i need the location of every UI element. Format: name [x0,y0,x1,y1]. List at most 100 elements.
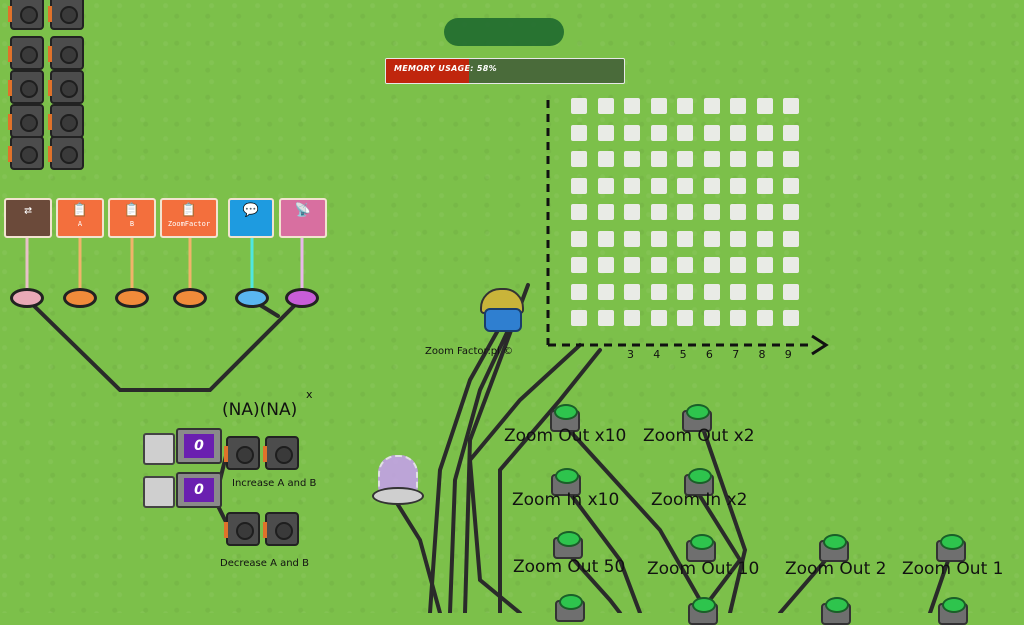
clipboard-icon: 📋 [123,203,141,218]
decrease-label: Decrease A and B [220,558,309,569]
zoom-button[interactable] [821,597,851,625]
grid-cell [677,151,693,167]
grid-cell [783,257,799,273]
wire [928,553,952,613]
counter-value: 0 [184,478,214,502]
grid-cell [650,230,667,247]
grid-cell [571,283,587,300]
clipboard-icon: 📋 [71,203,89,218]
chip-b[interactable]: 📋B [108,198,156,238]
relay-device[interactable] [224,436,260,470]
button-cap [825,597,849,613]
wire [26,298,300,392]
button-label: Zoom Out 2 [785,559,887,579]
printer-device[interactable] [143,476,175,508]
button-cap [940,534,964,550]
ghost-sentry[interactable] [372,455,424,505]
zoom-button[interactable] [555,594,585,622]
chip-label: ZoomFactor [167,220,211,228]
trigger-pad[interactable] [173,288,207,308]
grid-cell [624,310,640,326]
zoom-button[interactable] [686,534,716,562]
grid-cell [597,283,614,300]
grid-cell [624,177,640,194]
chip-zoomfactor[interactable]: 📋 ZoomFactor [160,198,218,238]
zoom-button[interactable] [688,597,718,625]
wire [428,298,517,613]
button-cap [692,597,716,613]
chip-a[interactable]: 📋A [56,198,104,238]
zoom-button[interactable] [819,534,849,562]
wire [393,498,442,613]
printer-device[interactable] [143,433,175,465]
gadget-device[interactable] [8,36,44,70]
button-label: Zoom Out 10 [647,559,760,579]
trigger-pad[interactable] [10,288,44,308]
grid-cell [597,124,614,141]
grid-cell [783,230,799,247]
grid-cell [783,204,799,220]
grid-cell [730,204,746,220]
zoom-button[interactable] [936,534,966,562]
grid-cell [783,177,799,194]
player-avatar[interactable] [478,288,528,332]
clipboard-icon: 📋 [180,203,198,218]
grid-cell [783,98,799,114]
grid-cell [597,310,614,326]
grid-cell [597,151,614,167]
trigger-pad[interactable] [63,288,97,308]
grid-cell [677,124,693,141]
gadget-device[interactable] [48,36,84,70]
grid-cell [730,283,746,300]
chip-repeater[interactable]: ⇄ [4,198,52,238]
counter-device[interactable]: 0 [176,472,222,508]
trigger-pad[interactable] [285,288,319,308]
grid-cell [571,151,587,167]
axis-tick-label: 6 [705,348,713,361]
grid-cell [677,204,693,220]
zoom-button[interactable] [684,468,714,496]
zoom-button[interactable] [550,404,580,432]
grid-cell [571,98,587,114]
gadget-device[interactable] [48,136,84,170]
grid-cell [783,124,799,141]
zoom-button[interactable] [682,404,712,432]
relay-device[interactable] [263,512,299,546]
repeat-icon: ⇄ [24,203,32,218]
zoom-button[interactable] [553,531,583,559]
grid-cell [597,257,614,273]
zoom-button[interactable] [938,597,968,625]
gadget-device[interactable] [8,70,44,104]
grid-cell [624,151,640,167]
grid-cell [650,177,667,194]
gadget-device[interactable] [8,0,44,30]
grid-cell [624,257,640,273]
grid-cell [730,310,746,326]
gadget-device[interactable] [8,136,44,170]
axis-tick-label: 4 [653,348,661,361]
grid-cell [650,98,667,114]
chip-broadcast[interactable]: 📡 [279,198,327,238]
trigger-pad[interactable] [115,288,149,308]
grid-cell [703,310,720,326]
gadget-device[interactable] [48,104,84,138]
grid-cell [677,230,693,247]
relay-device[interactable] [224,512,260,546]
relay-device[interactable] [263,436,299,470]
grid-cell [597,230,614,247]
grid-cell [571,310,587,326]
gadget-device[interactable] [8,104,44,138]
player-name: Zoom Factor:pl © [425,346,514,357]
axis-tick-label: 8 [758,348,766,361]
chip-speech[interactable]: 💬 [228,198,274,238]
grid-cell [677,310,693,326]
zoom-button[interactable] [551,468,581,496]
grid-cell [756,230,773,247]
grid-cell [730,230,746,247]
counter-device[interactable]: 0 [176,428,222,464]
trigger-pad[interactable] [235,288,269,308]
grid-cell [624,230,640,247]
gadget-device[interactable] [48,0,84,30]
grid-cell [703,283,720,300]
gadget-device[interactable] [48,70,84,104]
